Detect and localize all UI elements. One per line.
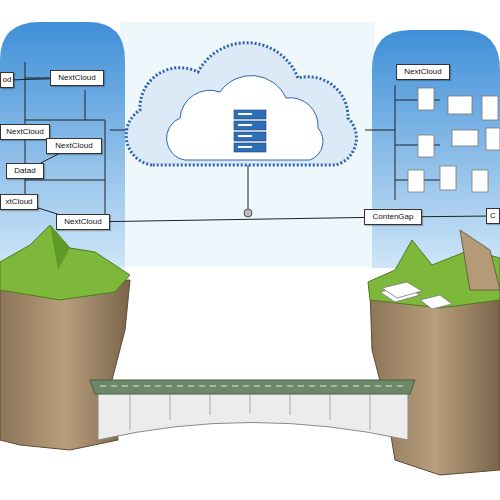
left-panel (0, 22, 125, 268)
junction-dot (244, 209, 252, 217)
bridge (90, 380, 415, 440)
network-link (422, 216, 486, 218)
network-box: NextCloud (0, 124, 50, 140)
network-box: ContenGap (364, 209, 422, 225)
network-box: od (0, 72, 14, 88)
right-cliff (368, 230, 500, 475)
box-label: NextCloud (398, 67, 448, 77)
network-box: C (486, 208, 500, 224)
box-label: NextCloud (2, 127, 48, 137)
network-lines (25, 62, 440, 230)
box-label: Datad (8, 166, 42, 176)
box-label: ContenGap (366, 212, 420, 222)
network-box: xtCloud (0, 194, 38, 210)
box-label: C (488, 211, 498, 221)
document-icons (408, 88, 500, 192)
network-box: NextCloud (56, 214, 110, 230)
box-label: od (2, 75, 12, 85)
box-label: xtCloud (2, 197, 36, 207)
network-link (38, 208, 57, 214)
network-box: NextCloud (396, 64, 450, 80)
network-link (41, 154, 59, 163)
box-label: NextCloud (52, 73, 102, 83)
sky-backdrop (120, 22, 375, 267)
cloud-symbol (126, 43, 356, 165)
network-box: NextCloud (46, 138, 102, 154)
network-box: Datad (6, 163, 44, 179)
network-box: NextCloud (50, 70, 104, 86)
box-label: NextCloud (48, 141, 100, 151)
right-panel (372, 30, 500, 268)
network-link (110, 217, 364, 221)
box-label: NextCloud (58, 217, 108, 227)
network-link (14, 79, 50, 80)
